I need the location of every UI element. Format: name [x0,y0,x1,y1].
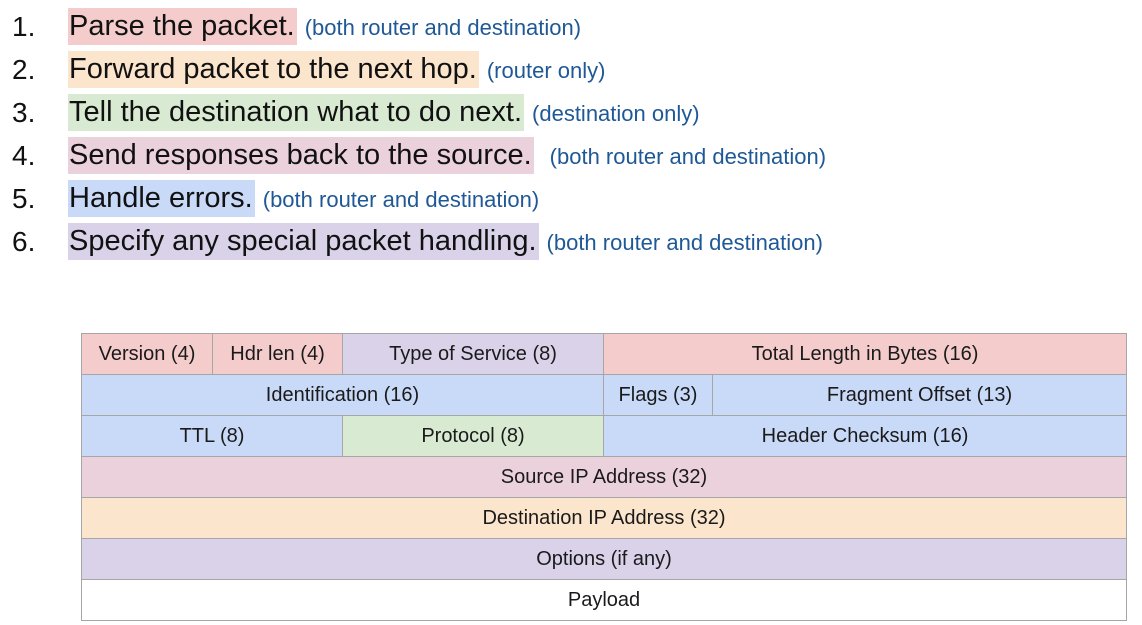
step-note-tell-destination: (destination only) [532,101,700,126]
field-flags: Flags (3) [603,374,713,416]
field-hdr-len: Hdr len (4) [212,333,343,375]
list-item-send-responses: 4. Send responses back to the source. (b… [0,135,1142,178]
field-options: Options (if any) [80,538,1128,580]
list-number: 1. [12,11,36,42]
list-item-special-handling: 6. Specify any special packet handling. … [0,221,1142,264]
steps-list: 1. Parse the packet. (both router and de… [0,6,1142,264]
step-text-special-handling: Specify any special packet handling. [68,223,539,260]
field-fragment-offset: Fragment Offset (13) [711,374,1128,416]
step-text-handle-errors: Handle errors. [68,180,255,217]
list-number: 5. [12,183,36,214]
list-number: 6. [12,226,36,257]
field-total-length: Total Length in Bytes (16) [602,333,1128,375]
field-source-ip: Source IP Address (32) [80,456,1128,498]
list-number: 3. [12,97,36,128]
field-version: Version (4) [81,333,213,375]
step-note-handle-errors: (both router and destination) [262,187,540,212]
field-type-of-service: Type of Service (8) [342,333,604,375]
list-item-tell-destination: 3. Tell the destination what to do next.… [0,92,1142,135]
step-note-parse: (both router and destination) [304,15,582,40]
step-note-send-responses: (both router and destination) [549,144,827,169]
field-destination-ip: Destination IP Address (32) [80,497,1128,539]
list-item-handle-errors: 5. Handle errors. (both router and desti… [0,178,1142,221]
field-header-checksum: Header Checksum (16) [602,415,1128,457]
ip-header-diagram: Version (4) Hdr len (4) Type of Service … [80,333,1128,621]
step-text-parse: Parse the packet. [68,8,297,45]
step-text-forward: Forward packet to the next hop. [68,51,479,88]
list-number: 4. [12,140,36,171]
step-note-special-handling: (both router and destination) [546,230,823,255]
step-text-send-responses: Send responses back to the source. [68,137,534,174]
field-payload: Payload [80,579,1128,621]
field-identification: Identification (16) [81,374,604,416]
step-text-tell-destination: Tell the destination what to do next. [68,94,525,131]
list-item-forward: 2. Forward packet to the next hop. (rout… [0,49,1142,92]
field-protocol: Protocol (8) [342,415,604,457]
field-ttl: TTL (8) [81,415,343,457]
list-number: 2. [12,54,36,85]
step-note-forward: (router only) [486,58,606,83]
list-item-parse: 1. Parse the packet. (both router and de… [0,6,1142,49]
